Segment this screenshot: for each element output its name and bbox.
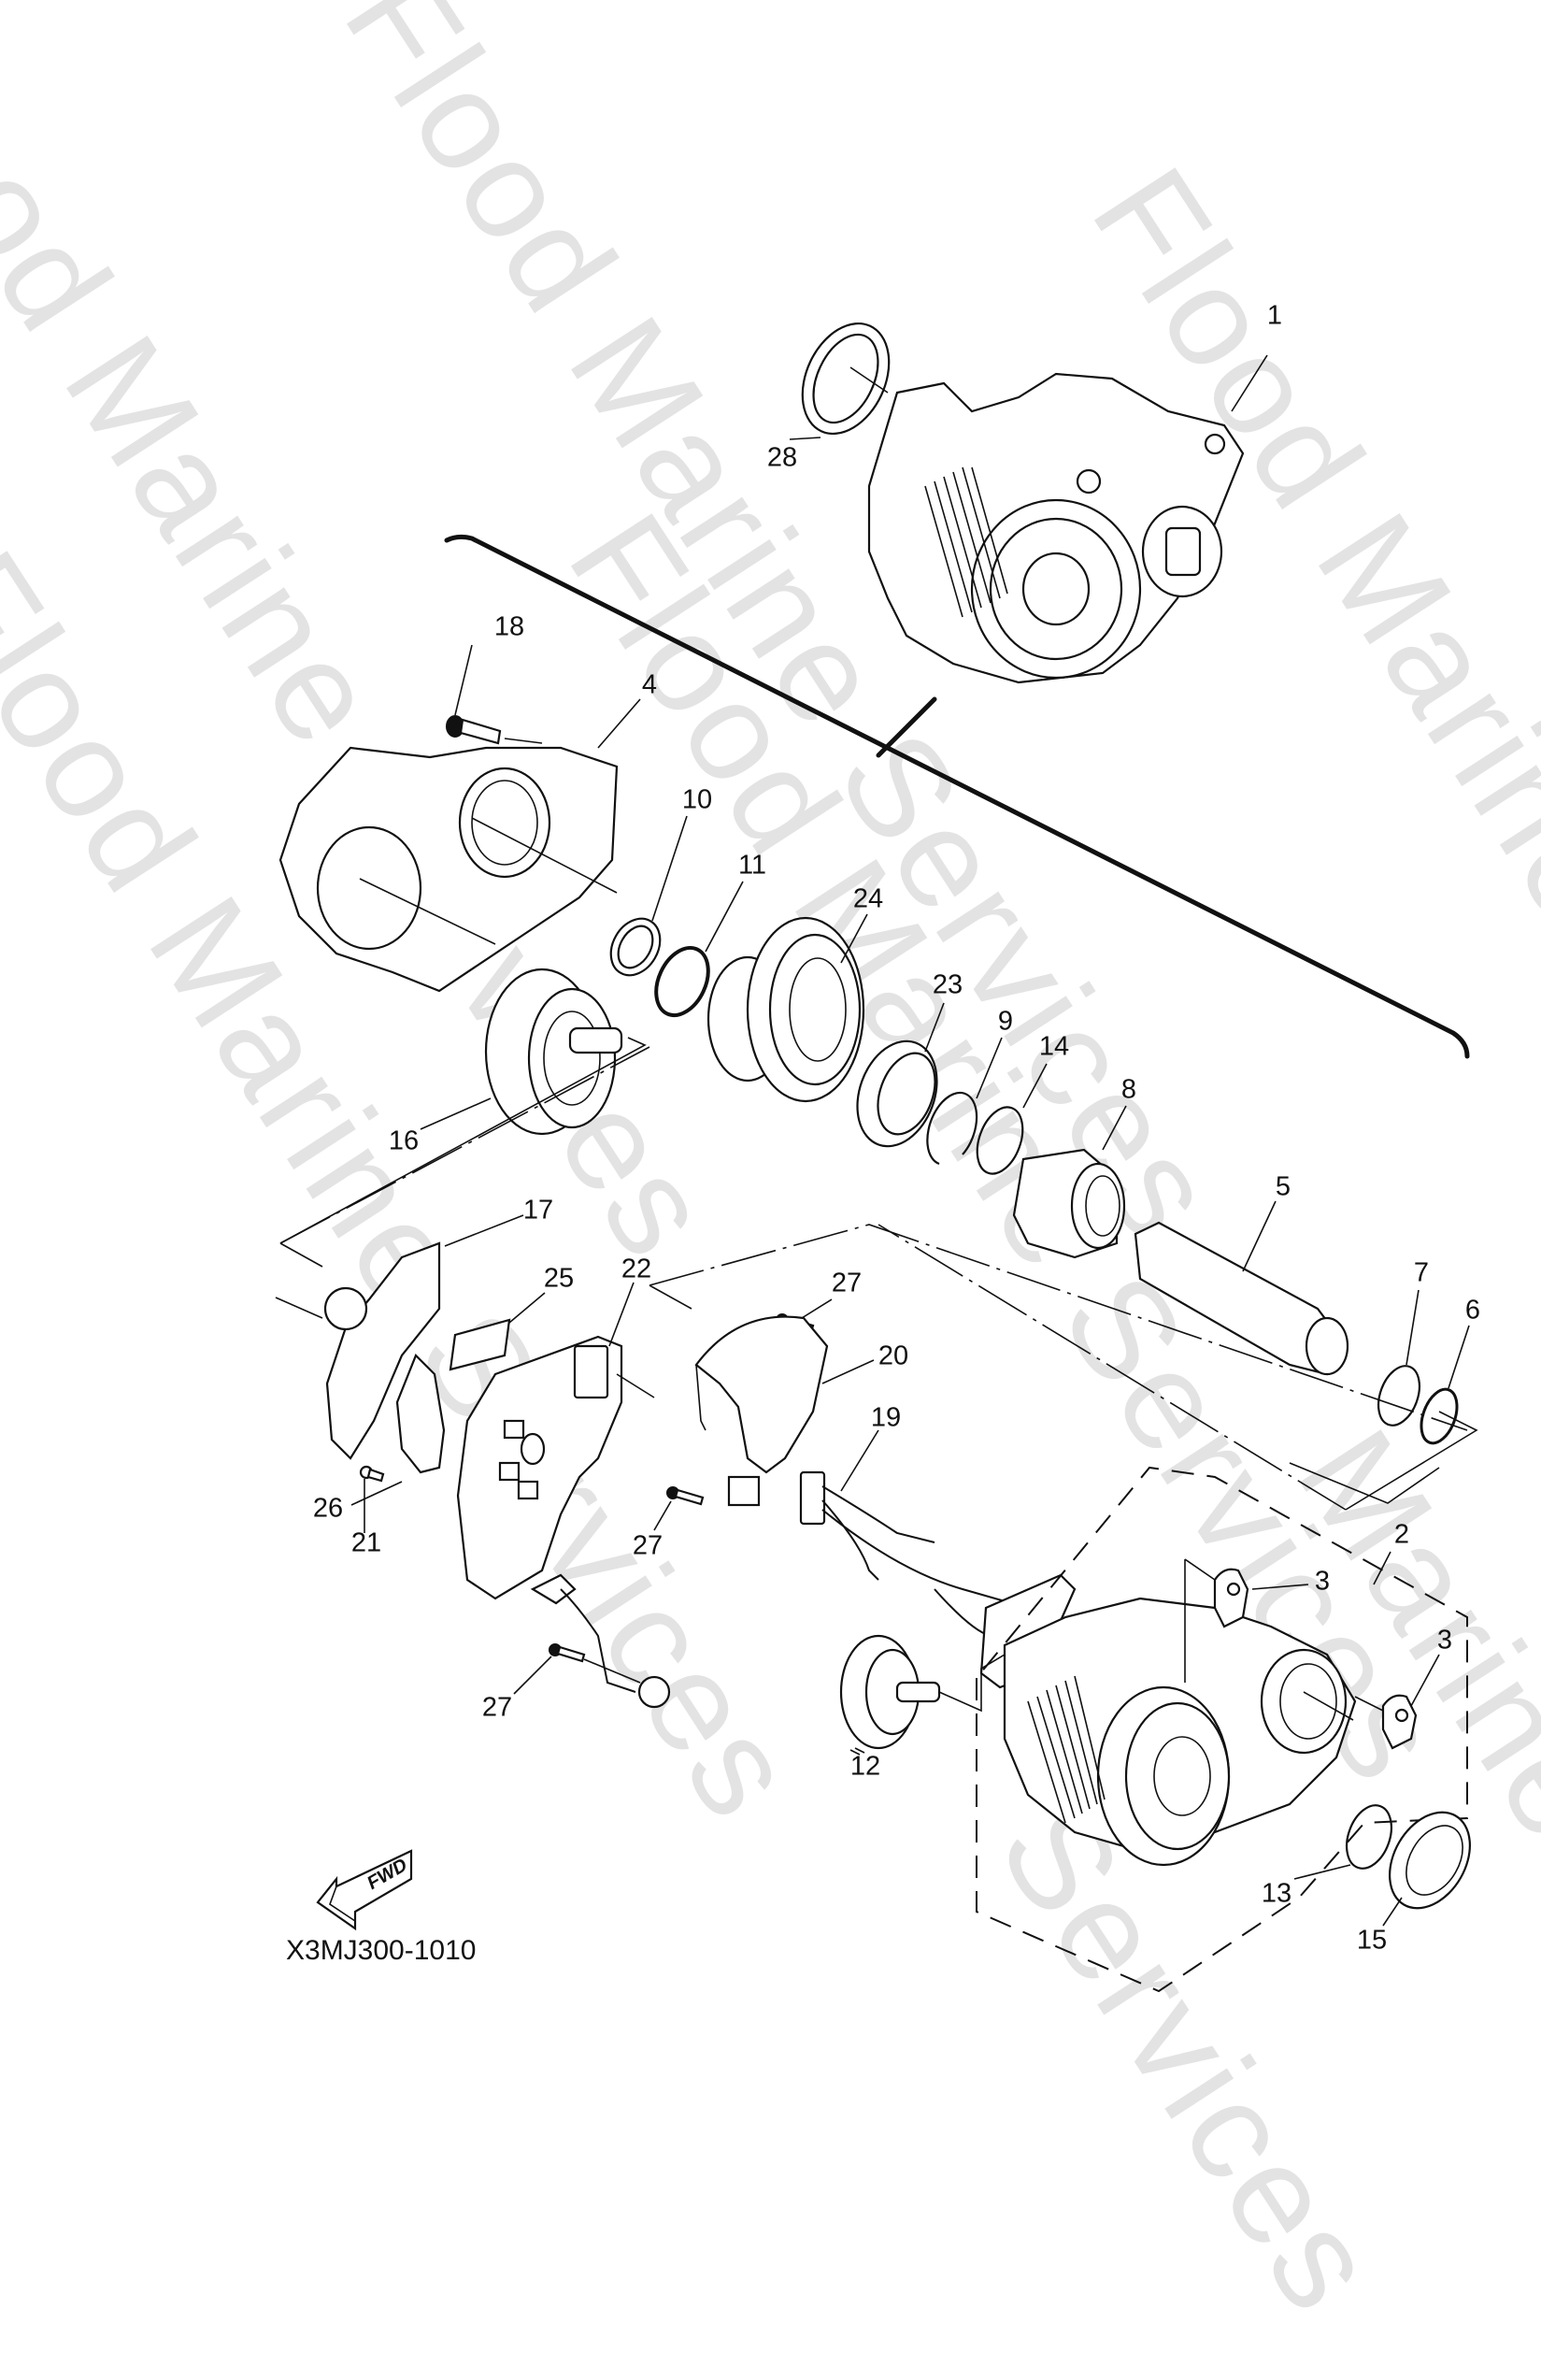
part-7-circlip [1377, 1289, 1421, 1427]
callout-number-24[interactable]: 24 [852, 883, 884, 914]
callout-number-21[interactable]: 21 [350, 1527, 382, 1558]
part-4-case-cover [278, 698, 641, 993]
part-24-drive-gear [706, 913, 868, 1103]
part-11-o-ring [654, 881, 744, 1018]
part-20-sensor-bracket [694, 1315, 875, 1507]
callout-number-11[interactable]: 11 [737, 850, 767, 881]
callout-number-2[interactable]: 2 [1393, 1519, 1410, 1550]
callout-number-26[interactable]: 26 [312, 1493, 344, 1524]
part-2-housing-assembly [976, 1462, 1468, 1993]
part-10-seal [609, 815, 688, 977]
part-5-shaft [1134, 1200, 1349, 1376]
callout-number-4[interactable]: 4 [641, 669, 658, 700]
callout-number-28[interactable]: 28 [766, 442, 798, 473]
part-22-controller-board [456, 1282, 671, 1709]
callout-number-27[interactable]: 27 [831, 1268, 863, 1298]
part-1-drive-unit-assembly [867, 354, 1268, 684]
callout-number-3[interactable]: 3 [1436, 1625, 1453, 1656]
callout-number-19[interactable]: 19 [870, 1402, 902, 1433]
part-28-seal [789, 322, 891, 440]
callout-number-3[interactable]: 3 [1314, 1566, 1331, 1597]
callout-number-23[interactable]: 23 [932, 969, 963, 1000]
callout-number-27[interactable]: 27 [481, 1692, 513, 1723]
callout-number-12[interactable]: 12 [849, 1751, 881, 1782]
callout-number-15[interactable]: 15 [1356, 1925, 1388, 1956]
part-8-hub [1012, 1105, 1127, 1259]
callout-number-20[interactable]: 20 [878, 1341, 909, 1371]
assembly-bracket [444, 534, 1470, 1059]
part-16-gear [279, 968, 647, 1244]
diagram-code: X3MJ300-1010 [286, 1935, 477, 1966]
callout-number-22[interactable]: 22 [621, 1254, 652, 1284]
part-27-screw-c [513, 1643, 641, 1695]
part-15-lock-nut [1382, 1811, 1471, 1927]
part-6-o-ring [1345, 1325, 1478, 1511]
callout-number-8[interactable]: 8 [1120, 1074, 1137, 1105]
part-13-circlip [1293, 1804, 1392, 1880]
forward-arrow-icon [316, 1849, 413, 1931]
callout-number-27[interactable]: 27 [632, 1530, 663, 1561]
callout-number-7[interactable]: 7 [1413, 1257, 1430, 1288]
part-14-washer [976, 1063, 1048, 1175]
part-25-label [449, 1292, 546, 1371]
part-3-collar-a [1184, 1558, 1309, 1683]
callout-number-17[interactable]: 17 [522, 1195, 554, 1226]
part-3-collar-b [1354, 1654, 1440, 1750]
callout-number-9[interactable]: 9 [997, 1006, 1014, 1037]
part-26-gasket [350, 1354, 446, 1506]
part-9-circlip [926, 1037, 1003, 1166]
callout-number-1[interactable]: 1 [1266, 300, 1283, 331]
callout-number-16[interactable]: 16 [388, 1125, 420, 1156]
callout-number-25[interactable]: 25 [543, 1263, 575, 1294]
diagram-artwork [275, 322, 1478, 1993]
callout-number-5[interactable]: 5 [1275, 1171, 1291, 1202]
group-bracket-lines [279, 1046, 1468, 1511]
callout-number-6[interactable]: 6 [1464, 1295, 1481, 1326]
part-18-bolt [446, 644, 543, 745]
part-23-one-way-clutch [856, 1002, 945, 1148]
part-27-screw-b [653, 1486, 705, 1531]
callout-number-10[interactable]: 10 [681, 784, 713, 815]
part-17-cover [275, 1214, 524, 1460]
part-21-screw [359, 1465, 385, 1533]
callout-number-18[interactable]: 18 [493, 611, 525, 642]
callout-number-14[interactable]: 14 [1038, 1031, 1070, 1062]
callout-number-13[interactable]: 13 [1261, 1878, 1292, 1909]
